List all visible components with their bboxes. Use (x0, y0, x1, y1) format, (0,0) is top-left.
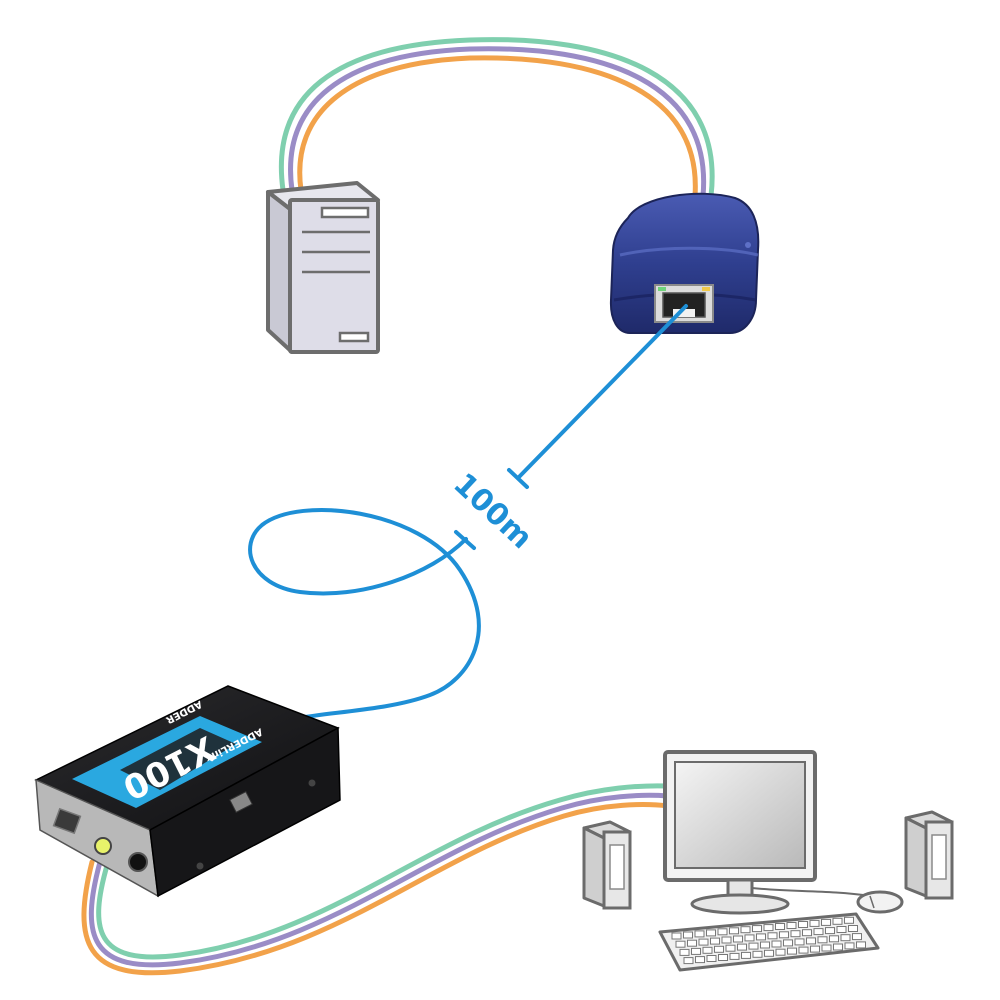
mouse-icon (856, 890, 904, 914)
keyboard-key (821, 918, 831, 926)
keyboard-key (729, 927, 739, 935)
keyboard-key (779, 931, 789, 939)
keyboard-key (744, 934, 755, 942)
upper-cable-orange (297, 55, 698, 199)
keyboard-key (809, 919, 820, 927)
receiver-audio-jack (94, 837, 112, 855)
cat5-cable (248, 304, 688, 720)
keyboard-key (825, 927, 835, 935)
keyboard-key (695, 956, 705, 964)
keyboard-key (691, 947, 701, 955)
keyboard-key (767, 932, 778, 940)
lower-cable-orange (81, 802, 671, 976)
cat5-cable-loop-segment (248, 508, 481, 720)
keyboard-key (848, 925, 858, 932)
mouse-cable (751, 887, 871, 897)
keyboard-icon (658, 912, 880, 972)
transmitter-icon (609, 192, 760, 334)
upper-cable-green (279, 37, 715, 199)
keyboard-key (717, 928, 728, 936)
keyboard-key (771, 940, 782, 948)
keyboard-key (836, 926, 847, 933)
keyboard-key (733, 935, 743, 943)
receiver-power-jack (128, 852, 148, 872)
speaker-right-icon (904, 810, 954, 900)
keyboard-key (810, 945, 820, 953)
keyboard-key (702, 946, 713, 954)
keyboard-key (813, 928, 824, 936)
keyboard-key (783, 939, 793, 947)
keyboard-key (763, 924, 774, 932)
keyboard-key (710, 937, 720, 945)
keyboard-key (821, 944, 832, 952)
keyboard-key (775, 923, 785, 930)
keyboard-key (802, 929, 812, 937)
keyboard-key (798, 921, 808, 928)
keyboard-key (741, 951, 751, 959)
receiver-icon: X100 ADDERLink ADDER (34, 685, 341, 898)
keyboard-key (756, 933, 766, 941)
keyboard-key (721, 936, 732, 944)
cat5-cable-upper-segment (516, 304, 688, 480)
keyboard-key (833, 943, 843, 951)
keyboard-key (790, 930, 801, 938)
speaker-left-icon (582, 820, 632, 910)
pc-tower-icon (266, 181, 380, 354)
keyboard-key (752, 925, 762, 933)
receiver-rj45-port (52, 807, 82, 835)
keyboard-key (829, 935, 839, 943)
keyboard-key (752, 950, 763, 958)
keyboard-key (844, 942, 855, 950)
upper-av-cable-bundle (279, 37, 715, 199)
keyboard-key (675, 940, 686, 948)
keyboard-key (852, 933, 862, 941)
keyboard-key (714, 945, 724, 953)
keyboard-key (725, 944, 736, 952)
lower-cable-green (96, 783, 671, 960)
keyboard-key (748, 942, 759, 950)
keyboard-key (706, 929, 716, 937)
keyboard-key (694, 930, 705, 938)
keyboard-key (798, 946, 809, 954)
keyboard-key (683, 957, 694, 965)
distance-marker-upper-tick (507, 468, 529, 489)
keyboard-key (794, 938, 805, 946)
keyboard-key (832, 917, 843, 925)
keyboard-key (718, 954, 728, 961)
upper-cable-purple (288, 46, 707, 199)
keyboard-key (775, 948, 786, 956)
keyboard-key (671, 932, 682, 940)
keyboard-key (817, 936, 828, 944)
keyboard-key (687, 939, 697, 947)
keyboard-key (760, 941, 770, 949)
keyboard-key (679, 948, 690, 956)
lower-av-cable-bundle (81, 783, 671, 976)
monitor-icon (663, 750, 817, 915)
keyboard-key (737, 943, 747, 951)
keyboard-key (729, 952, 740, 960)
keyboard-key (786, 922, 797, 929)
keyboard-key (698, 938, 709, 946)
keyboard-key (740, 926, 751, 934)
lower-cable-purple (88, 792, 671, 968)
keyboard-key (840, 934, 851, 942)
keyboard-key (787, 947, 797, 955)
keyboard-key (706, 955, 717, 962)
keyboard-key (683, 931, 693, 939)
keyboard-key (806, 937, 816, 945)
keyboard-key (764, 949, 774, 957)
keyboard-key (844, 916, 854, 924)
keyboard-key (856, 941, 866, 949)
